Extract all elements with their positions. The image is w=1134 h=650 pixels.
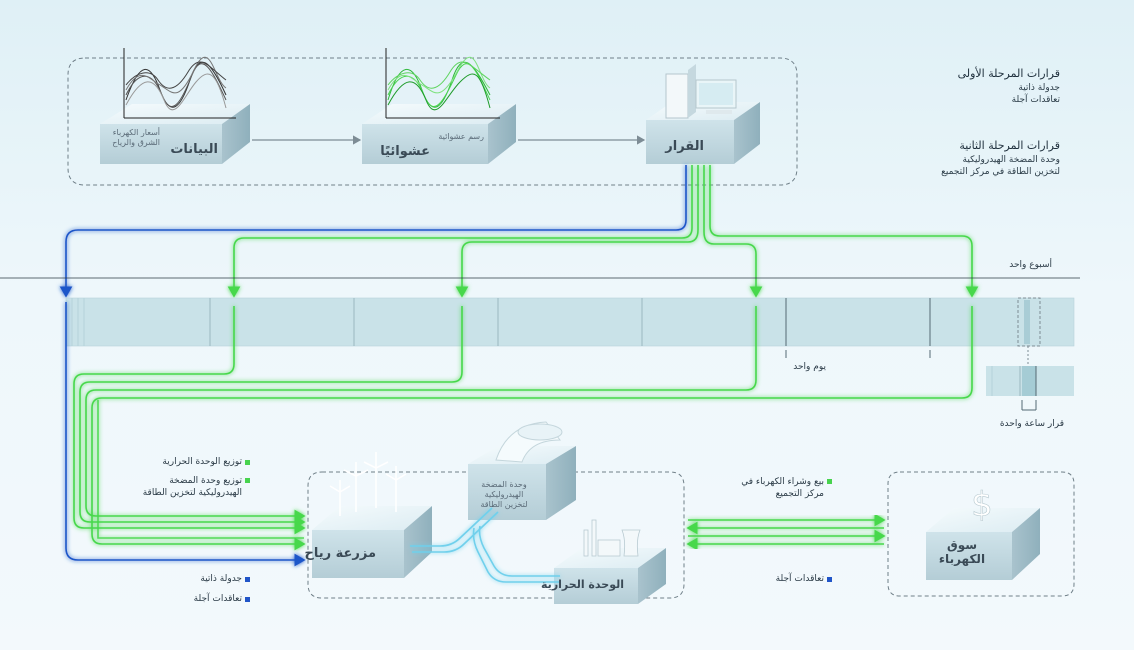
market-block: $ bbox=[926, 485, 1040, 580]
note-hydro-dispatch: توزيع وحدة المضخة الهيدروليكية لتخزين ال… bbox=[142, 476, 242, 498]
market-trade-flows bbox=[686, 513, 886, 551]
thermal-title: الوحدة الحرارية bbox=[541, 578, 624, 591]
reservoir-icon bbox=[495, 421, 563, 463]
decision-block-title: القرار bbox=[665, 139, 704, 154]
hydro-block bbox=[468, 421, 576, 520]
timeline-band bbox=[65, 297, 1075, 364]
hour-zoom bbox=[986, 366, 1074, 411]
note-thermal-dispatch: توزيع الوحدة الحرارية bbox=[162, 457, 242, 467]
first-stage-to-wind bbox=[65, 302, 306, 567]
wind-turbine-icon bbox=[329, 452, 407, 516]
random-plot bbox=[385, 48, 500, 119]
wind-farm-title: مزرعة رياح bbox=[304, 546, 376, 561]
legend-first-stage-item: جدولة ذاتية bbox=[1018, 83, 1060, 93]
bullet-blue bbox=[245, 577, 250, 582]
legend-second-stage-item: وحدة المضخة الهيدروليكية bbox=[962, 155, 1060, 165]
assets-region bbox=[307, 471, 685, 599]
hydro-title: وحدة المضخة الهيدروليكية لتخزين الطاقة bbox=[480, 480, 528, 509]
computer-icon bbox=[665, 64, 737, 119]
market-title: سوق الكهرباء bbox=[938, 538, 986, 566]
legend-second-stage-item: لتخزين الطاقة في مركز التجميع bbox=[941, 167, 1060, 177]
random-block bbox=[362, 48, 516, 164]
thermal-block bbox=[554, 519, 666, 604]
decision-block bbox=[646, 64, 760, 164]
legend-first-stage-title: قرارات المرحلة الأولى bbox=[957, 67, 1060, 80]
day-label: يوم واحد bbox=[793, 362, 826, 372]
second-stage-flows bbox=[227, 165, 979, 298]
bullet-green bbox=[245, 478, 250, 483]
note-self-schedule: جدولة ذاتية bbox=[200, 574, 242, 584]
dollar-icon: $ bbox=[971, 485, 993, 525]
data-block bbox=[100, 48, 250, 164]
data-plot bbox=[123, 48, 236, 119]
legend-first-stage-item: تعاقدات آجلة bbox=[1011, 95, 1060, 105]
top-dashed-region bbox=[67, 57, 798, 186]
power-plant-icon bbox=[583, 519, 641, 557]
bullet-blue bbox=[827, 577, 832, 582]
bullet-green bbox=[245, 460, 250, 465]
hydro-flows bbox=[410, 507, 560, 583]
wind-farm-block bbox=[312, 452, 432, 578]
note-market-forward: تعاقدات آجلة bbox=[775, 574, 824, 584]
legend-second-stage-title: قرارات المرحلة الثانية bbox=[959, 139, 1060, 152]
random-block-subtitle: رسم عشوائية bbox=[438, 132, 484, 141]
bullet-blue bbox=[245, 597, 250, 602]
note-market-trade: بيع وشراء الكهرباء في مركز التجميع bbox=[741, 477, 824, 499]
bullet-green bbox=[827, 479, 832, 484]
note-forward-contracts: تعاقدات آجلة bbox=[193, 594, 242, 604]
hour-label: قرار ساعة واحدة bbox=[999, 419, 1064, 429]
random-block-title: عشوائيًا bbox=[380, 144, 430, 159]
first-stage-flow bbox=[59, 165, 687, 298]
dispatch-flows bbox=[73, 306, 973, 551]
data-block-title: البيانات bbox=[170, 142, 218, 157]
week-label: أسبوع واحد bbox=[1009, 260, 1052, 270]
data-block-subtitle: أسعار الكهرباء الشرق والرياح bbox=[112, 128, 160, 147]
